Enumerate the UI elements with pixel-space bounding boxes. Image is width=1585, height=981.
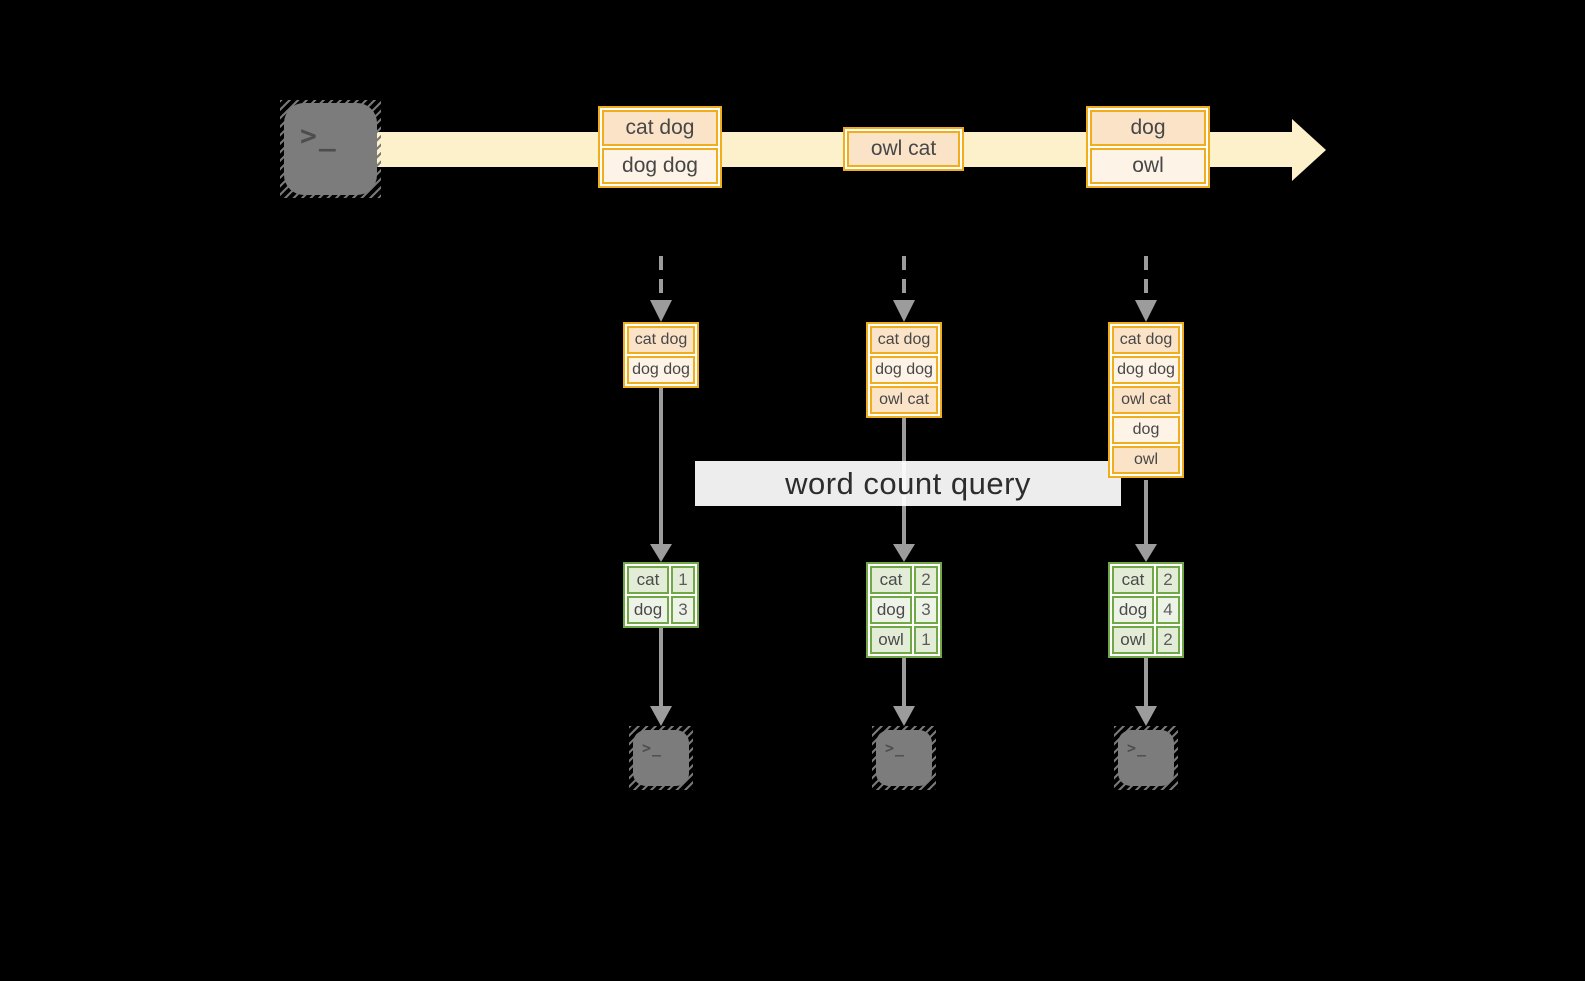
buffer-record: cat dog [1112, 326, 1180, 354]
word-cell: dog [1112, 596, 1154, 624]
terminal-prompt-glyph: >_ [885, 739, 906, 757]
buffer-col1: cat dog dog dog [623, 322, 699, 388]
query-label: word count query [785, 465, 1031, 501]
count-table-col1: cat 1 dog 3 [623, 562, 699, 628]
buffer-record: owl [1112, 446, 1180, 474]
terminal-body: >_ [876, 730, 932, 786]
source-terminal-icon: >_ [280, 100, 381, 198]
buffer-record: dog dog [1112, 356, 1180, 384]
stream-record: dog [1090, 110, 1206, 146]
count-cell: 2 [914, 566, 938, 594]
stream-batch-1: cat dog dog dog [598, 106, 722, 188]
word-cell: owl [1112, 626, 1154, 654]
count-cell: 2 [1156, 566, 1180, 594]
stream-batch-2: owl cat [843, 127, 964, 171]
table-row: cat 1 [627, 566, 695, 594]
sink-arrow-col3 [1135, 658, 1157, 726]
buffer-record: dog dog [870, 356, 938, 384]
count-table-col2: cat 2 dog 3 owl 1 [866, 562, 942, 658]
table-row: dog 3 [627, 596, 695, 624]
table-row: dog 3 [870, 596, 938, 624]
query-banner: word count query [695, 461, 1121, 506]
buffer-col2: cat dog dog dog owl cat [866, 322, 942, 418]
count-cell: 3 [671, 596, 695, 624]
sink-arrow-col2 [893, 658, 915, 726]
count-cell: 1 [671, 566, 695, 594]
table-row: owl 2 [1112, 626, 1180, 654]
sink-terminal-icon-3: >_ [1114, 726, 1178, 790]
dashed-arrow-col3 [1135, 256, 1157, 322]
terminal-prompt-glyph: >_ [1127, 739, 1148, 757]
count-cell: 1 [914, 626, 938, 654]
word-cell: owl [870, 626, 912, 654]
buffer-record: owl cat [1112, 386, 1180, 414]
terminal-body: >_ [633, 730, 689, 786]
stream-band-arrowhead-icon [1292, 119, 1326, 181]
stream-record: cat dog [602, 110, 718, 146]
stream-record: dog dog [602, 148, 718, 184]
dashed-arrow-col2 [893, 256, 915, 322]
count-table-col3: cat 2 dog 4 owl 2 [1108, 562, 1184, 658]
word-cell: cat [870, 566, 912, 594]
buffer-record: dog [1112, 416, 1180, 444]
terminal-prompt-glyph: >_ [642, 739, 663, 757]
buffer-record: dog dog [627, 356, 695, 384]
buffer-record: cat dog [627, 326, 695, 354]
sink-terminal-icon-1: >_ [629, 726, 693, 790]
buffer-record: owl cat [870, 386, 938, 414]
stream-record: owl cat [847, 131, 960, 167]
count-cell: 4 [1156, 596, 1180, 624]
word-cell: cat [627, 566, 669, 594]
query-arrow-col1 [650, 385, 672, 562]
terminal-prompt-glyph: >_ [300, 119, 338, 152]
table-row: owl 1 [870, 626, 938, 654]
query-arrow-col3 [1135, 480, 1157, 562]
terminal-body: >_ [284, 103, 377, 195]
word-cell: cat [1112, 566, 1154, 594]
terminal-body: >_ [1118, 730, 1174, 786]
count-cell: 3 [914, 596, 938, 624]
stream-batch-3: dog owl [1086, 106, 1210, 188]
table-row: cat 2 [1112, 566, 1180, 594]
sink-arrow-col1 [650, 628, 672, 726]
count-cell: 2 [1156, 626, 1180, 654]
buffer-col3: cat dog dog dog owl cat dog owl [1108, 322, 1184, 478]
table-row: cat 2 [870, 566, 938, 594]
word-cell: dog [870, 596, 912, 624]
stream-record: owl [1090, 148, 1206, 184]
sink-terminal-icon-2: >_ [872, 726, 936, 790]
buffer-record: cat dog [870, 326, 938, 354]
dashed-arrow-col1 [650, 256, 672, 322]
word-cell: dog [627, 596, 669, 624]
table-row: dog 4 [1112, 596, 1180, 624]
